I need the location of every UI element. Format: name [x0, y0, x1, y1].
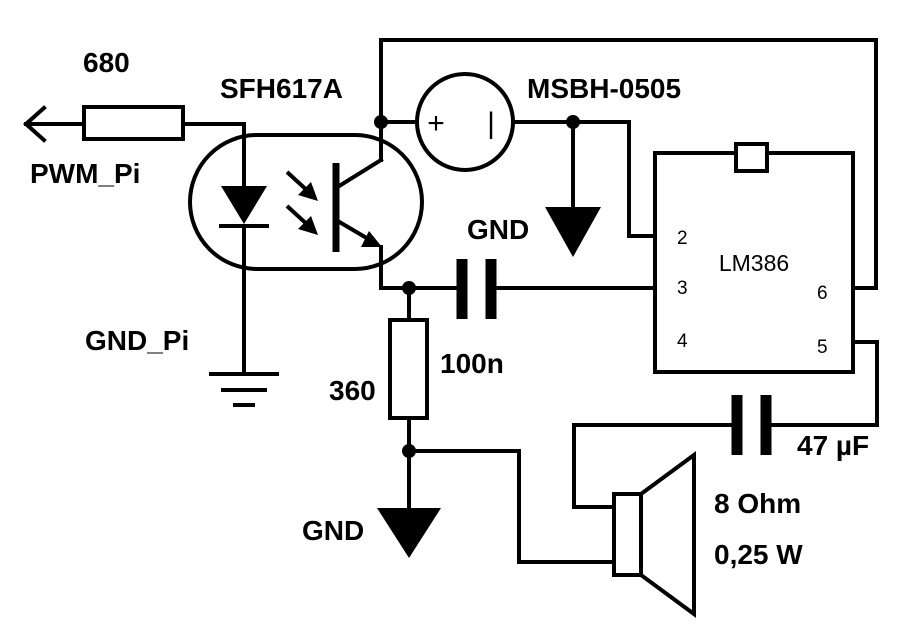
gnd-bottom-symbol [377, 508, 441, 558]
phototransistor-icon [332, 157, 384, 252]
label-100n: 100n [440, 348, 504, 379]
optocoupler-body [188, 133, 424, 271]
pin-2-label: 2 [677, 228, 688, 249]
label-025w: 0,25 W [714, 539, 803, 570]
label-680: 680 [83, 47, 130, 78]
speaker-magnet [612, 492, 643, 577]
label-gnd-top: GND [467, 214, 529, 245]
pin-5-label: 5 [817, 337, 828, 358]
label-pwm-pi: PWM_Pi [30, 158, 140, 189]
label-gnd-bottom: GND [302, 515, 364, 546]
ic-name: LM386 [719, 250, 789, 276]
pwm-input [22, 105, 246, 188]
label-sfh617a: SFH617A [220, 73, 343, 104]
dcdc-minus: | [487, 107, 495, 140]
pin-4-label: 4 [677, 331, 688, 352]
speaker-cone [639, 451, 696, 618]
pin-3-label: 3 [677, 278, 688, 299]
dcdc-converter: + | [415, 72, 515, 172]
label-8-ohm: 8 Ohm [714, 488, 801, 519]
label-47uf: 47 µF [797, 430, 869, 461]
dcdc-plus: + [427, 107, 445, 140]
ic-notch [734, 142, 769, 173]
pin-6-label: 6 [817, 283, 828, 304]
resistor-360 [388, 318, 429, 420]
label-msbh-0505: MSBH-0505 [527, 73, 681, 104]
gnd-pi-symbol [209, 224, 279, 407]
gnd-top-symbol [545, 207, 601, 257]
capacitor-100n [456, 259, 497, 319]
resistor-680 [82, 105, 185, 141]
label-gnd-pi: GND_Pi [85, 325, 189, 356]
capacitor-47uf [731, 395, 772, 455]
light-arrows-icon [285, 170, 318, 235]
optocoupler [188, 133, 424, 271]
lm386-ic: LM386 2 3 4 6 5 [653, 142, 855, 374]
label-360: 360 [329, 375, 376, 406]
speaker-icon [612, 451, 696, 618]
led-icon [219, 186, 269, 228]
